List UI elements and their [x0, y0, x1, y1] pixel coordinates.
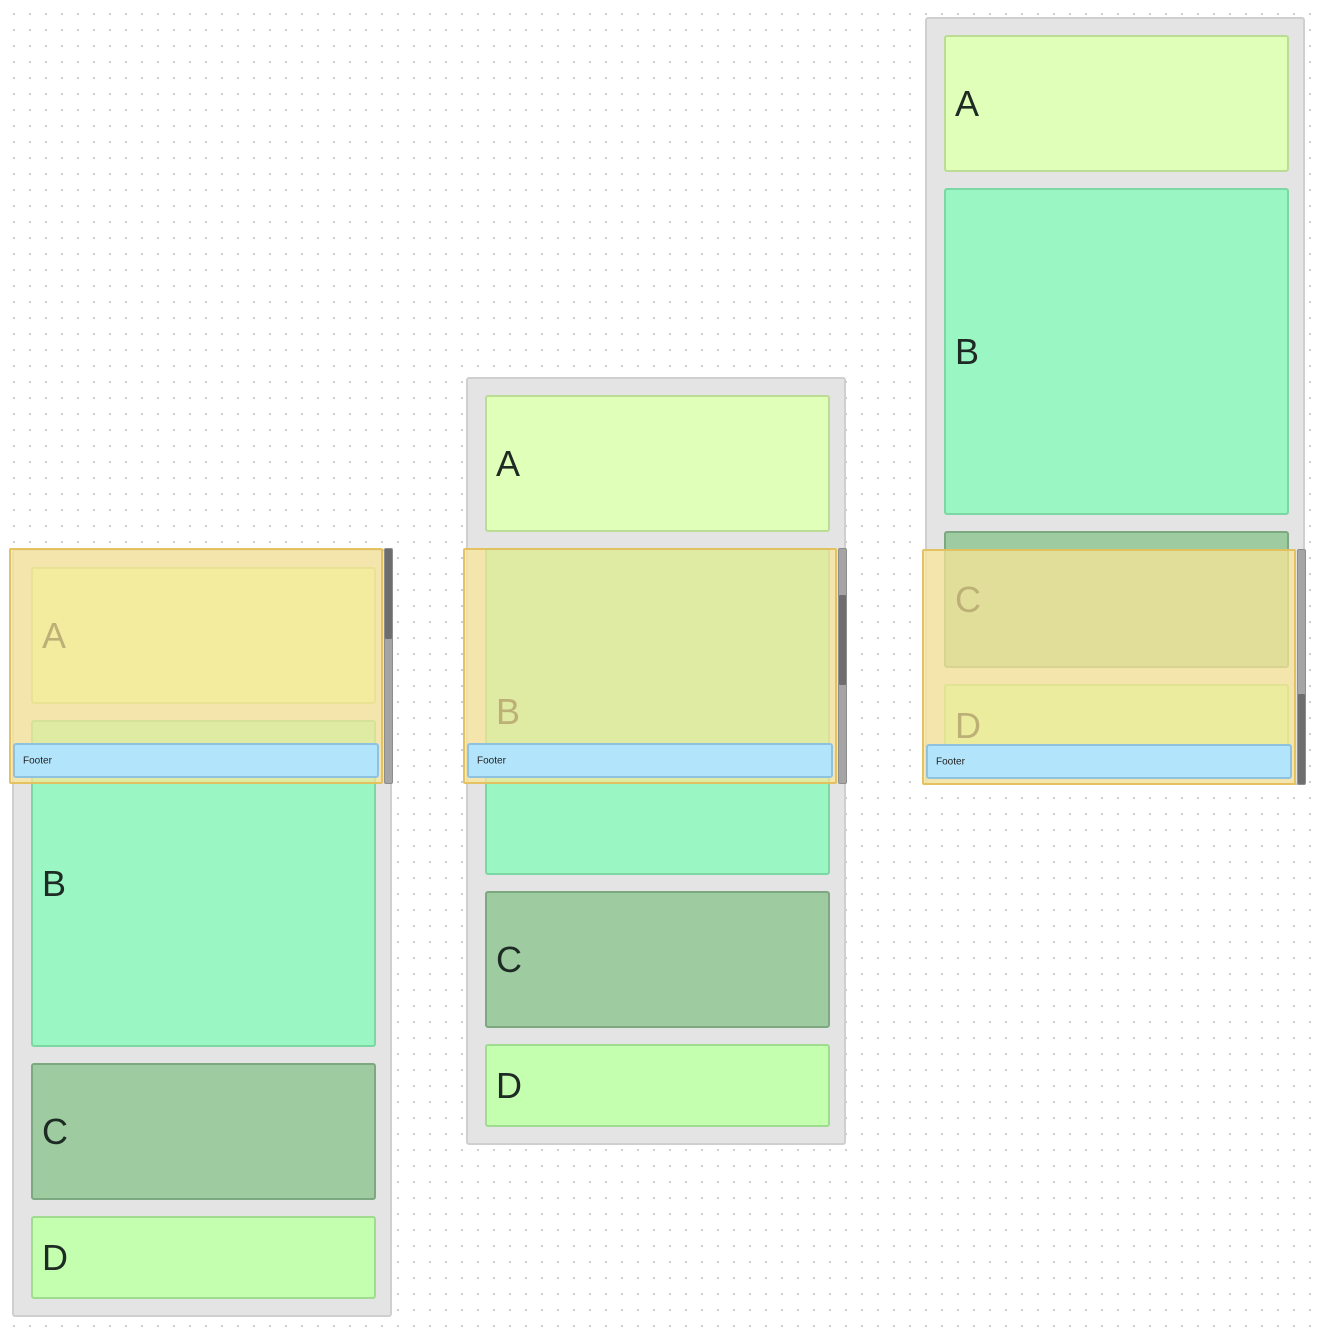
card-label: B	[42, 862, 67, 904]
card-label: A	[955, 82, 980, 124]
card-a: A	[485, 395, 830, 532]
footer-label: Footer	[477, 755, 506, 766]
card-b: B	[944, 188, 1289, 515]
footer-bar: Footer	[926, 744, 1292, 779]
card-c: C	[31, 1063, 376, 1200]
card-label: B	[955, 330, 980, 372]
scrollbar-thumb[interactable]	[839, 595, 846, 685]
scrollbar-2[interactable]	[838, 548, 847, 784]
card-label: A	[496, 442, 521, 484]
footer-label: Footer	[23, 755, 52, 766]
card-d: D	[485, 1044, 830, 1127]
viewport-window-3: Footer	[922, 549, 1296, 785]
scrollbar-1[interactable]	[384, 548, 393, 784]
footer-bar: Footer	[13, 743, 379, 778]
scrollbar-thumb[interactable]	[1298, 694, 1305, 784]
scrollbar-3[interactable]	[1297, 549, 1306, 785]
card-label: D	[496, 1064, 522, 1106]
footer-label: Footer	[936, 756, 965, 767]
card-d: D	[31, 1216, 376, 1299]
card-label: D	[42, 1236, 68, 1278]
viewport-window-2: Footer	[463, 548, 837, 784]
footer-bar: Footer	[467, 743, 833, 778]
card-c: C	[485, 891, 830, 1028]
card-label: C	[42, 1110, 68, 1152]
card-label: C	[496, 938, 522, 980]
viewport-window-1: Footer	[9, 548, 383, 784]
card-a: A	[944, 35, 1289, 172]
scrollbar-thumb[interactable]	[385, 549, 392, 639]
